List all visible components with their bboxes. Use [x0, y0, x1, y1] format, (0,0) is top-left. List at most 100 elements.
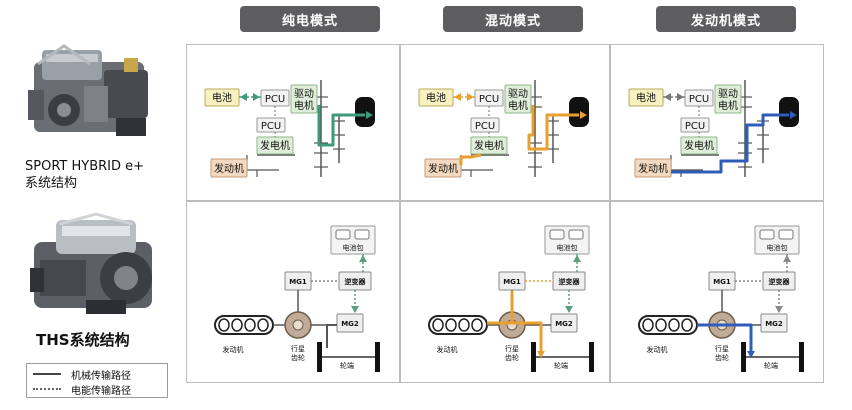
wheel-left [317, 342, 322, 372]
planetary-label-1: 行星 [291, 344, 305, 353]
legend-dotted-line [33, 388, 61, 390]
mg2-box [760, 313, 788, 333]
inverter-label: 逆变器 [345, 277, 367, 286]
battery-cell-icon [778, 229, 794, 240]
mg2-label: MG2 [341, 320, 359, 328]
cylinder [231, 318, 243, 332]
inverter-label: 逆变器 [769, 277, 791, 286]
power-flow-path [527, 105, 579, 151]
legend-mechanical: 机械传输路径 [33, 367, 131, 382]
mg2-arrow [565, 306, 573, 313]
sport-hybrid-label: SPORT HYBRID e+ 系统结构 [25, 158, 144, 192]
pcu2-label: PCU [685, 121, 705, 132]
generator-label: 发电机 [260, 139, 290, 152]
wheels-label: 轮端 [764, 361, 778, 370]
engine-cylinders-icon [214, 315, 274, 335]
legend-electrical: 电能传输路径 [33, 382, 131, 397]
wheels-label: 轮端 [340, 361, 354, 370]
pcu2-box [470, 117, 500, 133]
battery-pack-label: 电池包 [343, 243, 364, 252]
battery-arrow [359, 255, 367, 262]
pcu2-box [256, 117, 286, 133]
ths-engine-image [30, 212, 152, 314]
mg2-label: MG2 [555, 320, 573, 328]
power-flow-path [487, 290, 543, 352]
mg2-box [336, 313, 364, 333]
engine-power-path [459, 153, 482, 165]
drive-motor-label-2: 电机 [294, 99, 314, 112]
wheel-icon [355, 97, 375, 127]
cylinder [458, 318, 470, 332]
sport-hybrid-label-line1: SPORT HYBRID e+ [25, 159, 145, 174]
wheel-left [741, 342, 746, 372]
engine-label: 发动机 [428, 162, 458, 175]
engine-label: 发动机 [638, 162, 668, 175]
planetary-label-1: 行星 [715, 344, 729, 353]
mg1-label: MG1 [713, 278, 731, 286]
mg2-box [550, 313, 578, 333]
generator-shaft [670, 155, 703, 171]
battery-cell-icon [335, 229, 351, 240]
mg2-arrow [351, 306, 359, 313]
power-flow-path [671, 113, 789, 174]
cylinder [218, 318, 230, 332]
battery-cell-icon [759, 229, 775, 240]
planetary-label-1: 行星 [505, 344, 519, 353]
battery-label: 电池 [636, 91, 656, 104]
pcu-arrow [253, 93, 260, 101]
mg2-label: MG2 [765, 320, 783, 328]
sun-gear [292, 319, 304, 331]
mode-header-hybrid: 混动模式 [443, 6, 583, 32]
drive-motor-box [290, 84, 318, 114]
engine-box [634, 158, 672, 178]
drive-motor-label-1: 驱动 [718, 88, 738, 100]
cylinder [257, 318, 269, 332]
mg2-arrow [775, 306, 783, 313]
engine-cylinders-icon [428, 315, 488, 335]
engine-label: 发动机 [437, 345, 458, 354]
mode-header-ev: 纯电模式 [240, 6, 380, 32]
wheel-right [375, 342, 380, 372]
planetary-label-2: 齿轮 [505, 353, 519, 362]
power-flow-arrow [537, 351, 545, 358]
battery-arrow [783, 255, 791, 262]
pcu-arrow [677, 93, 684, 101]
drive-motor-label-2: 电机 [508, 99, 528, 112]
engine-cylinders-icon [638, 315, 698, 335]
engine-label: 发动机 [223, 345, 244, 354]
legend: 机械传输路径 电能传输路径 [26, 363, 168, 398]
power-flow-path [697, 323, 753, 352]
generator-label: 发电机 [684, 139, 714, 152]
pcu2-label: PCU [475, 121, 495, 132]
planetary-label-2: 齿轮 [715, 353, 729, 362]
mg1-label: MG1 [503, 278, 521, 286]
cylinder [642, 318, 654, 332]
wheel-left [531, 342, 536, 372]
battery-arrow [240, 93, 247, 101]
sport-hybrid-label-line2: 系统结构 [25, 176, 78, 191]
power-flow-arrow [580, 111, 587, 119]
power-flow-path [317, 105, 365, 147]
mg1-label: MG1 [289, 278, 307, 286]
battery-label: 电池 [212, 91, 232, 104]
wheel-icon [779, 97, 799, 127]
battery-arrow [664, 93, 671, 101]
mode-header-engine: 发动机模式 [656, 6, 796, 32]
battery-cell-icon [568, 229, 584, 240]
engine-box [424, 158, 462, 178]
sport-hybrid-engine-image [28, 44, 148, 136]
cylinder [668, 318, 680, 332]
pcu-label: PCU [265, 94, 285, 105]
